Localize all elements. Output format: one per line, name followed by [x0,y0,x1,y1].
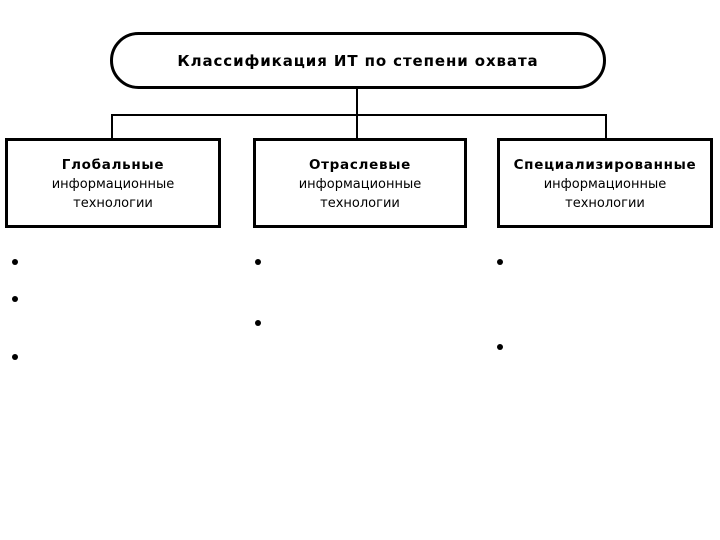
list-item[interactable] [12,254,26,265]
list-item[interactable] [255,315,269,326]
category-subline2-branch: технологии [320,195,400,211]
list-item[interactable] [497,254,511,265]
bullet-dot-icon [497,259,503,265]
connector-horizontal-bus [111,114,607,116]
bullet-dot-icon [255,259,261,265]
category-subline2-global: технологии [73,195,153,211]
connector-stem-title [356,89,358,115]
category-subline1-branch: информационные [298,176,422,192]
category-box-specialized[interactable]: Специализированные информационные технол… [497,138,713,228]
connector-drop-branch [356,114,358,138]
category-subline1-global: информационные [51,176,175,192]
category-heading-global: Глобальные [61,156,165,173]
category-subline2-specialized: технологии [565,195,645,211]
page-title: Классификация ИТ по степени охвата [177,51,539,70]
list-item[interactable] [12,349,26,360]
bullet-dot-icon [12,296,18,302]
connector-drop-global [111,114,113,138]
bullet-dot-icon [12,259,18,265]
list-item[interactable] [12,291,26,302]
bullet-dot-icon [255,320,261,326]
category-heading-specialized: Специализированные [513,156,697,173]
bullet-dot-icon [12,354,18,360]
list-item[interactable] [497,339,511,350]
category-box-global[interactable]: Глобальные информационные технологии [5,138,221,228]
category-heading-branch: Отраслевые [308,156,412,173]
title-box[interactable]: Классификация ИТ по степени охвата [110,32,606,89]
category-subline1-specialized: информационные [543,176,667,192]
category-box-branch[interactable]: Отраслевые информационные технологии [253,138,467,228]
connector-drop-specialized [605,114,607,138]
list-item[interactable] [255,254,269,265]
bullet-dot-icon [497,344,503,350]
